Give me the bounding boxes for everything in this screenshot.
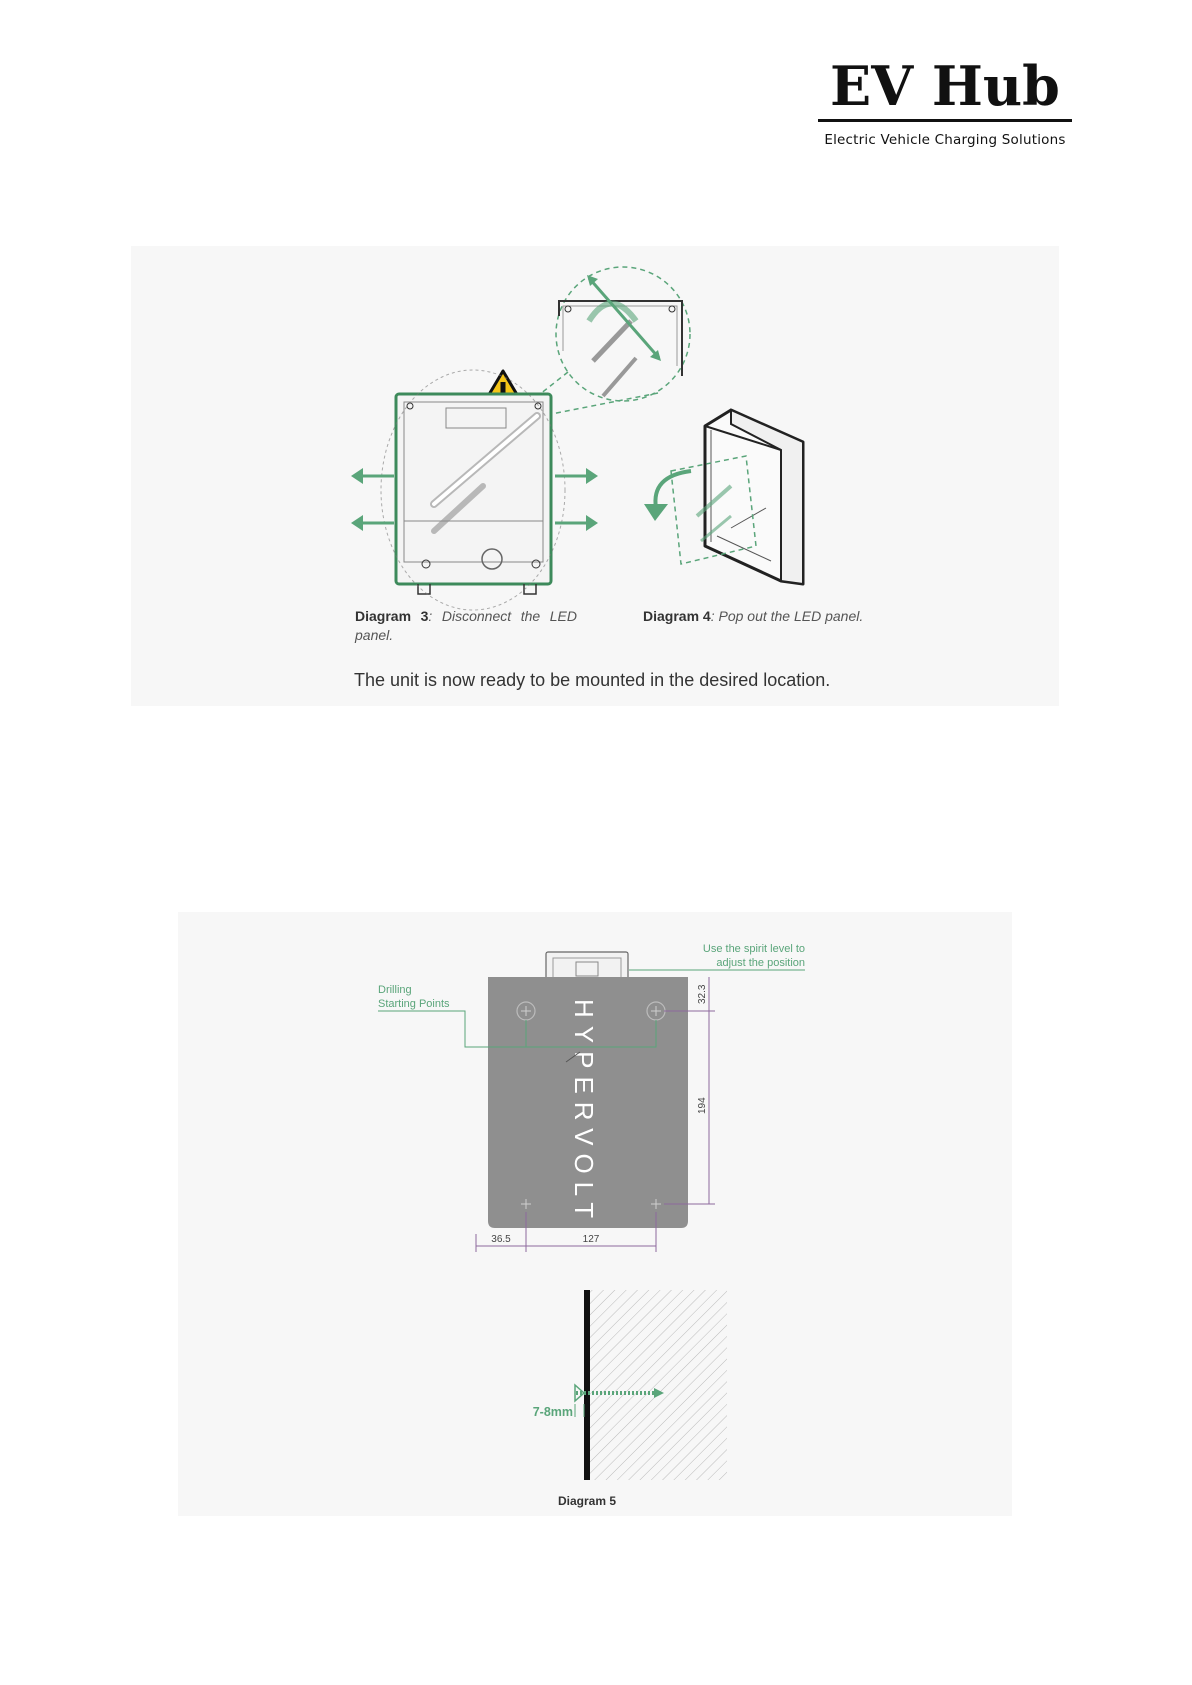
svg-text:Drilling: Drilling	[378, 984, 412, 996]
logo-title: EV Hub	[818, 56, 1072, 116]
mounting-plate: HYPERVOLT	[488, 977, 688, 1228]
diagram-4-caption: Diagram 4: Pop out the LED panel.	[643, 607, 865, 626]
diagram-5-panel: HYPERVOLT Use the spirit level to adjust…	[178, 912, 1012, 1516]
svg-text:Starting Points: Starting Points	[378, 998, 450, 1010]
charger-unit-side-icon	[644, 410, 803, 584]
charger-unit-front-icon	[351, 370, 598, 610]
mounting-plate-illustration: HYPERVOLT Use the spirit level to adjust…	[178, 912, 1012, 1516]
logo-subtitle: Electric Vehicle Charging Solutions	[818, 132, 1072, 148]
ev-hub-logo: EV Hub Electric Vehicle Charging Solutio…	[818, 56, 1072, 148]
diagram-3-caption: Diagram 3: Disconnect the LED panel.	[355, 607, 577, 645]
spirit-level-note: Use the spirit level to adjust the posit…	[629, 943, 805, 970]
dim-top: 32.3	[697, 984, 708, 1004]
logo-divider	[818, 119, 1072, 122]
plate-brand: HYPERVOLT	[569, 999, 599, 1226]
led-panel-illustration	[131, 246, 1059, 706]
screw-gap-label: 7-8mm	[533, 1405, 573, 1419]
wall-section-icon	[575, 1290, 727, 1480]
svg-text:Use the spirit level to: Use the spirit level to	[703, 943, 805, 955]
svg-text:adjust the position: adjust the position	[716, 957, 805, 969]
diagram-3-4-panel: Diagram 3: Disconnect the LED panel. Dia…	[131, 246, 1059, 706]
diagram-4-label: Diagram 4	[643, 608, 711, 624]
dim-left: 36.5	[491, 1234, 511, 1245]
ready-text: The unit is now ready to be mounted in t…	[354, 670, 830, 691]
diagram-3-label: Diagram 3	[355, 608, 428, 624]
diagram-5-caption: Diagram 5	[558, 1494, 616, 1508]
diagram-4-text: : Pop out the LED panel.	[711, 608, 864, 624]
dim-width: 127	[583, 1234, 600, 1245]
dim-vertical: 194	[697, 1097, 708, 1114]
